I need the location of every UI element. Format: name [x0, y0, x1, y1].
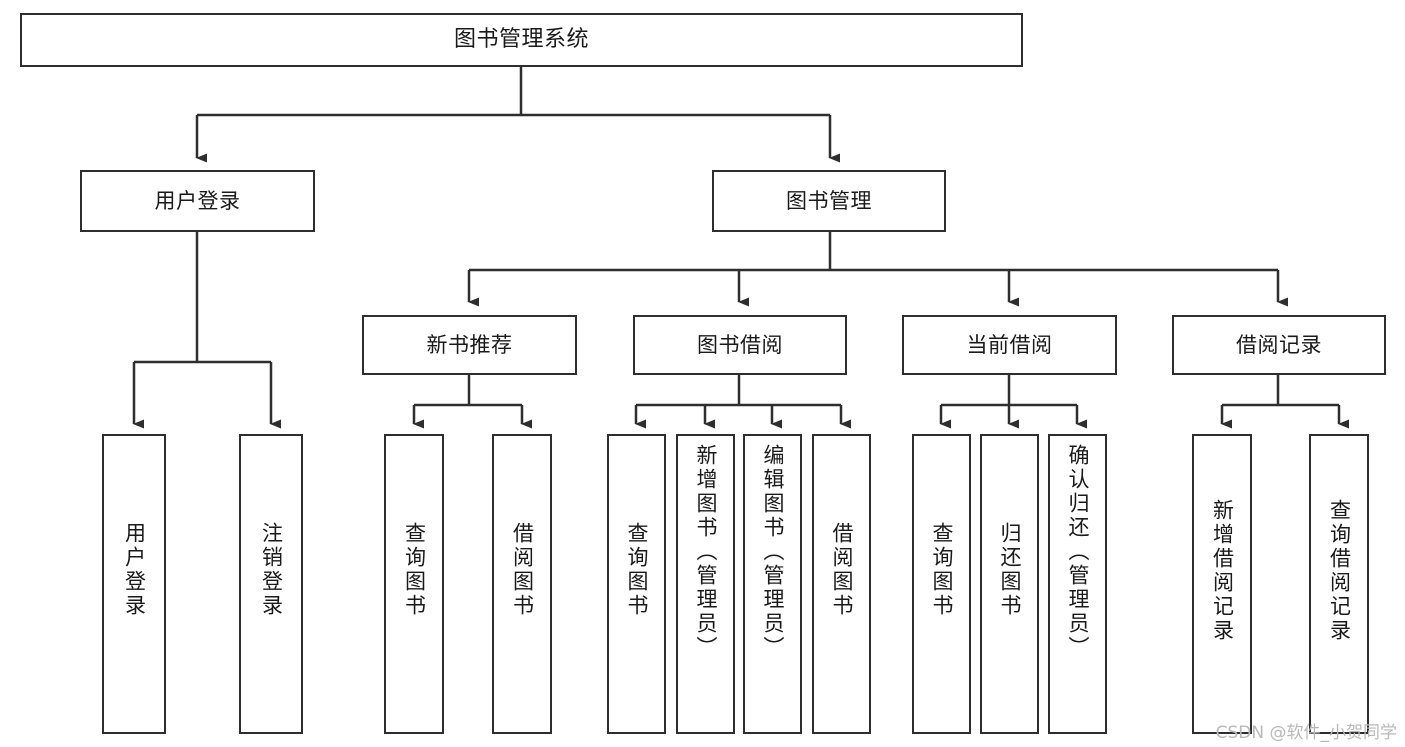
- node-book-manage[interactable]: 图书管理: [712, 170, 946, 232]
- node-label: 查询图书: [930, 521, 954, 618]
- node-label: 注销登录: [259, 521, 284, 618]
- node-leaf-add-record[interactable]: 新增借阅记录: [1192, 434, 1252, 734]
- node-leaf-return-book[interactable]: 归还图书: [980, 434, 1039, 734]
- node-label: 编辑图书（管理员）: [761, 443, 785, 660]
- node-new-book-recommend[interactable]: 新书推荐: [362, 315, 577, 375]
- node-label: 当前借阅: [966, 332, 1053, 357]
- node-label: 新增图书（管理员）: [694, 443, 718, 660]
- node-leaf-query-record[interactable]: 查询借阅记录: [1309, 434, 1369, 734]
- node-label: 新增借阅记录: [1210, 499, 1235, 644]
- node-label: 查询图书: [625, 521, 649, 618]
- node-user-login[interactable]: 用户登录: [80, 170, 315, 232]
- node-leaf-user-login[interactable]: 用户登录: [102, 434, 166, 734]
- node-leaf-logout-login[interactable]: 注销登录: [239, 434, 303, 734]
- node-label: 归还图书: [998, 521, 1022, 618]
- node-label: 查询图书: [402, 521, 427, 618]
- node-label: 用户登录: [154, 188, 241, 213]
- node-label: 图书管理系统: [453, 27, 589, 53]
- node-leaf-edit-book[interactable]: 编辑图书（管理员）: [743, 434, 802, 734]
- node-label: 借阅图书: [830, 521, 854, 618]
- node-label: 图书管理: [786, 188, 872, 213]
- node-current-borrow[interactable]: 当前借阅: [902, 315, 1117, 375]
- node-leaf-borrow-book-1[interactable]: 借阅图书: [492, 434, 552, 734]
- node-label: 借阅图书: [510, 521, 535, 618]
- node-leaf-query-book-3[interactable]: 查询图书: [912, 434, 971, 734]
- node-label: 确认归还（管理员）: [1066, 443, 1090, 660]
- node-root-system[interactable]: 图书管理系统: [20, 13, 1023, 67]
- node-leaf-borrow-book-2[interactable]: 借阅图书: [812, 434, 871, 734]
- csdn-watermark: CSDN @软件_小贺同学: [1215, 723, 1397, 743]
- node-leaf-query-book-2[interactable]: 查询图书: [607, 434, 666, 734]
- node-leaf-add-book[interactable]: 新增图书（管理员）: [676, 434, 735, 734]
- node-leaf-query-book-1[interactable]: 查询图书: [384, 434, 444, 734]
- node-label: 图书借阅: [697, 332, 783, 357]
- node-leaf-confirm-return[interactable]: 确认归还（管理员）: [1048, 434, 1107, 734]
- node-book-borrow[interactable]: 图书借阅: [633, 315, 847, 375]
- node-label: 新书推荐: [426, 332, 513, 357]
- node-borrow-record[interactable]: 借阅记录: [1172, 315, 1386, 375]
- node-label: 用户登录: [122, 521, 147, 618]
- node-label: 借阅记录: [1236, 332, 1322, 357]
- node-label: 查询借阅记录: [1327, 499, 1352, 644]
